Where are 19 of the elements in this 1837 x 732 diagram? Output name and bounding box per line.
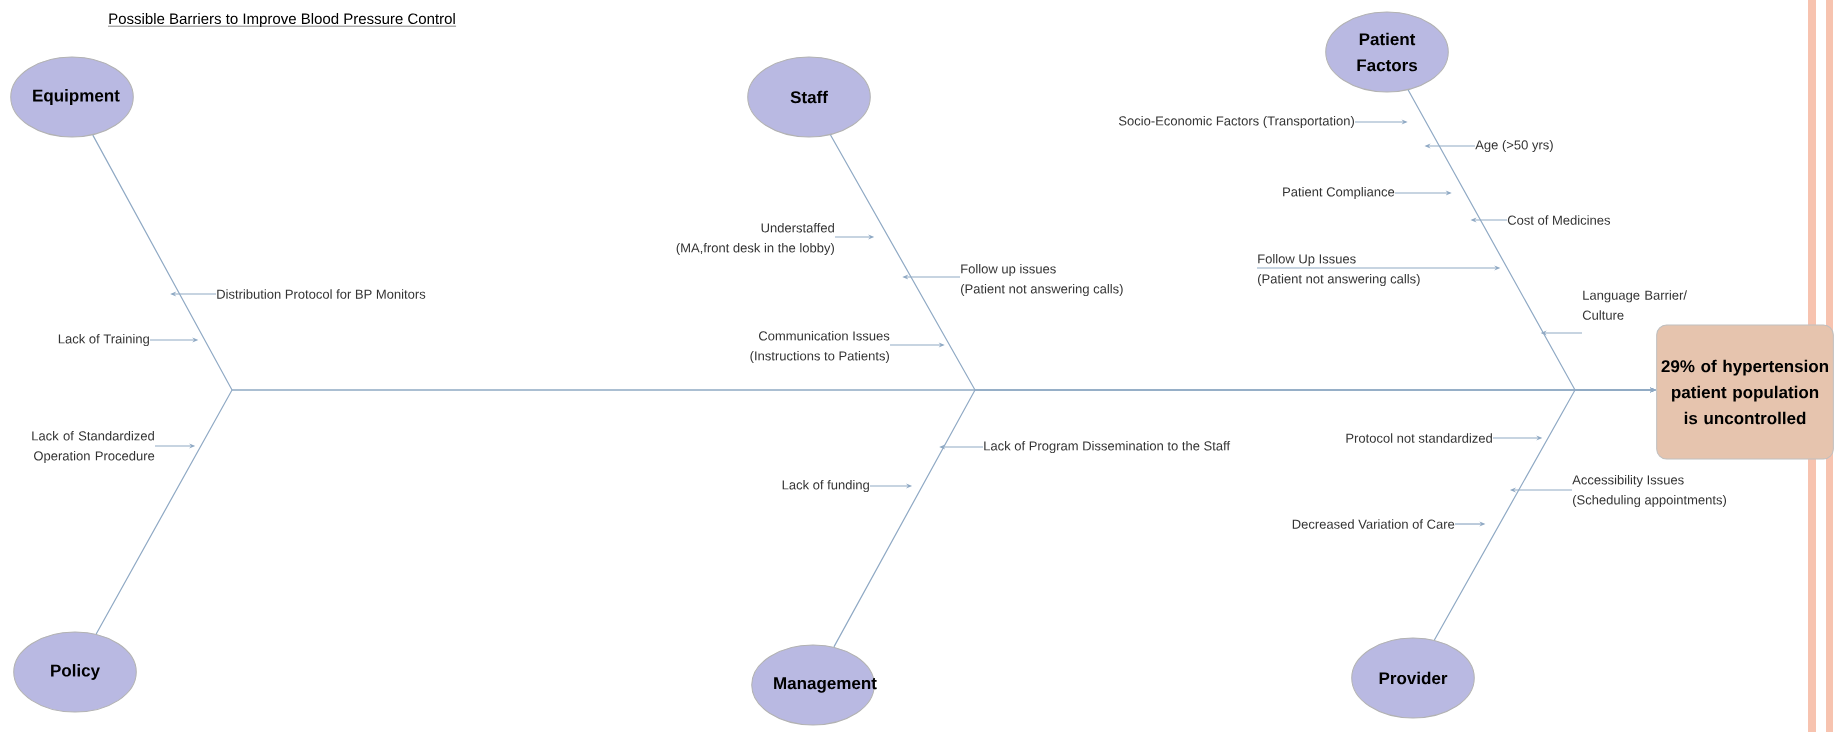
cause-label: Language Barrier/ Culture xyxy=(1582,290,1687,320)
cause-label: Protocol not standardized xyxy=(1346,433,1492,443)
cause-label: Decreased Variation of Care xyxy=(1292,519,1455,529)
cause-label: Lack of funding xyxy=(782,479,869,493)
cause-label: Follow Up Issues (Patient not answering calls) xyxy=(1258,253,1420,287)
cause-label: Age (>50 yrs) xyxy=(1475,139,1553,153)
cause-label: Lack of Program Dissemination to the Staff xyxy=(984,440,1231,454)
cause-label: Patient Compliance xyxy=(1283,186,1395,200)
cause-label: Cost of Medicines xyxy=(1507,215,1611,225)
cause-label: Lack of Standardized Operation Procedure xyxy=(32,430,155,464)
cause-label: Understaffed (MA,front desk in the lobby) xyxy=(676,222,834,256)
title: Possible Barriers to Improve Blood Pressure Control xyxy=(109,13,455,27)
cause-label: Socio-Economic Factors (Transportation) xyxy=(1118,115,1354,129)
cause-label: Follow up issues (Patient not answering calls) xyxy=(961,263,1123,297)
cause-label: Communication Issues (Instructions to Patients) xyxy=(750,330,890,364)
cause-label: Lack of Training xyxy=(58,333,149,347)
cause-label: Distribution Protocol for BP Monitors xyxy=(217,289,426,299)
effect-box: 29% of hypertension patient population is uncontrolled xyxy=(1656,324,1834,460)
cause-label: Accessibility Issues (Scheduling appointments) xyxy=(1572,474,1726,508)
